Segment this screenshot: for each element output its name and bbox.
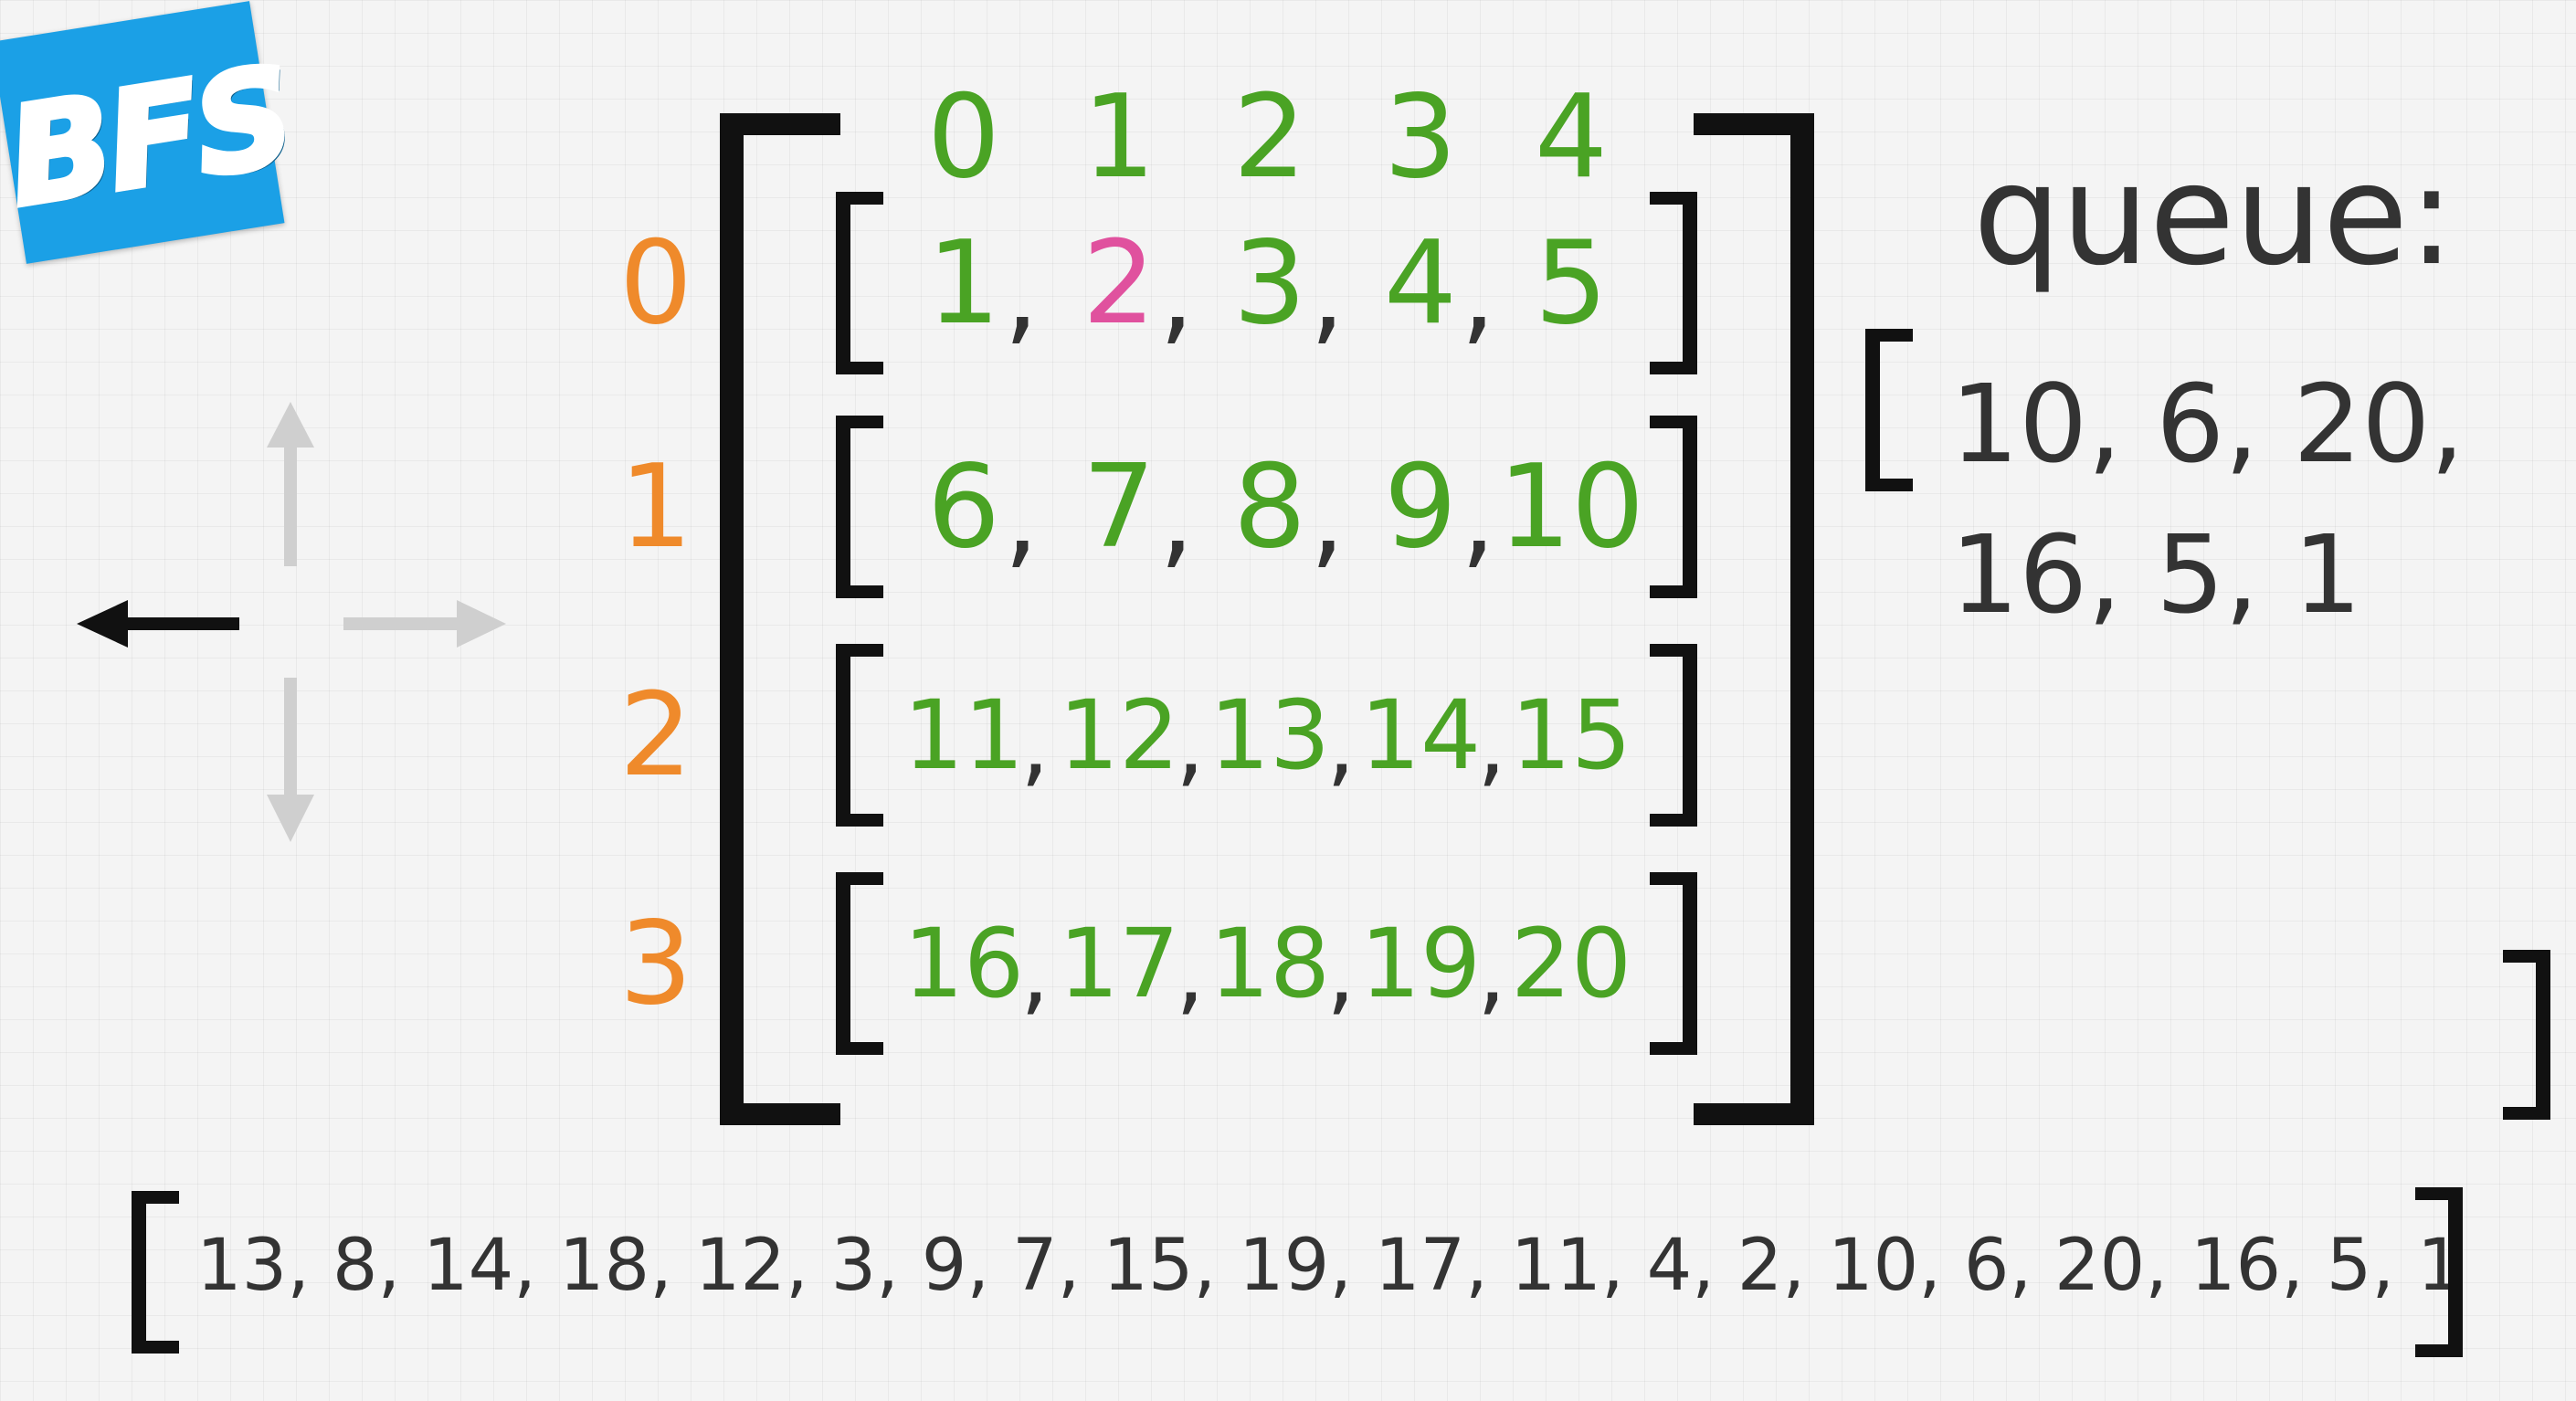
cell-separator: , [1004,230,1040,357]
queue-line-1: 10, 6, 20, [1950,361,2465,487]
grid-cell: 13 [1209,679,1331,791]
grid-cell: 16 [903,908,1025,1019]
bfs-logo: BFS BFS [0,1,303,264]
grid-cell-highlighted: 2 [1082,216,1156,350]
cell-separator: , [1461,230,1496,357]
cell-separator: , [1310,230,1346,357]
grid-cell: 9 [1383,439,1458,574]
queue-title: queue: [1973,134,2455,296]
logo-text-fill: BFS [0,37,301,237]
grid-cell: 20 [1510,908,1632,1019]
grid-cell: 15 [1510,679,1632,791]
grid-cell: 5 [1534,216,1609,350]
cell-separator: , [1461,454,1496,581]
grid-cell: 4 [1383,216,1458,350]
cell-separator: , [1176,690,1205,797]
cell-separator: , [1020,690,1050,797]
cell-separator: , [1310,454,1346,581]
direction-arrows [77,402,506,842]
cell-separator: , [1477,690,1506,797]
arrow-up-icon [267,402,314,566]
arrow-down-icon [267,678,314,842]
grid-cell: 11 [903,679,1025,791]
grid-cell: 8 [1232,439,1307,574]
visited-list: 13, 8, 14, 18, 12, 3, 9, 7, 15, 19, 17, … [196,1225,2463,1307]
row-index-label: 3 [618,896,693,1030]
cell-separator: , [1326,919,1356,1026]
arrow-right-icon [343,600,506,648]
col-index-label: 4 [1534,69,1609,204]
cell-separator: , [1004,454,1040,581]
cell-separator: , [1176,919,1205,1026]
grid-cell: 12 [1058,679,1180,791]
arrow-left-icon [77,600,239,648]
row-index-label: 0 [618,216,693,350]
row-index-label: 2 [618,668,693,802]
cell-separator: , [1159,230,1195,357]
col-index-label: 1 [1082,69,1156,204]
cell-separator: , [1020,919,1050,1026]
col-index-label: 0 [926,69,1001,204]
cell-separator: , [1326,690,1356,797]
grid-cell: 10 [1497,439,1645,574]
grid-cell: 14 [1359,679,1482,791]
grid-cell: 3 [1232,216,1307,350]
col-index-label: 2 [1232,69,1307,204]
grid-cell: 17 [1058,908,1180,1019]
grid-cell: 19 [1359,908,1482,1019]
cell-separator: , [1159,454,1195,581]
col-index-label: 3 [1383,69,1458,204]
queue-line-2: 16, 5, 1 [1950,511,2362,637]
grid-cell: 6 [926,439,1001,574]
cell-separator: , [1477,919,1506,1026]
grid-cell: 18 [1209,908,1331,1019]
grid-cell: 1 [926,216,1001,350]
row-index-label: 1 [618,439,693,574]
grid-cell: 7 [1082,439,1156,574]
